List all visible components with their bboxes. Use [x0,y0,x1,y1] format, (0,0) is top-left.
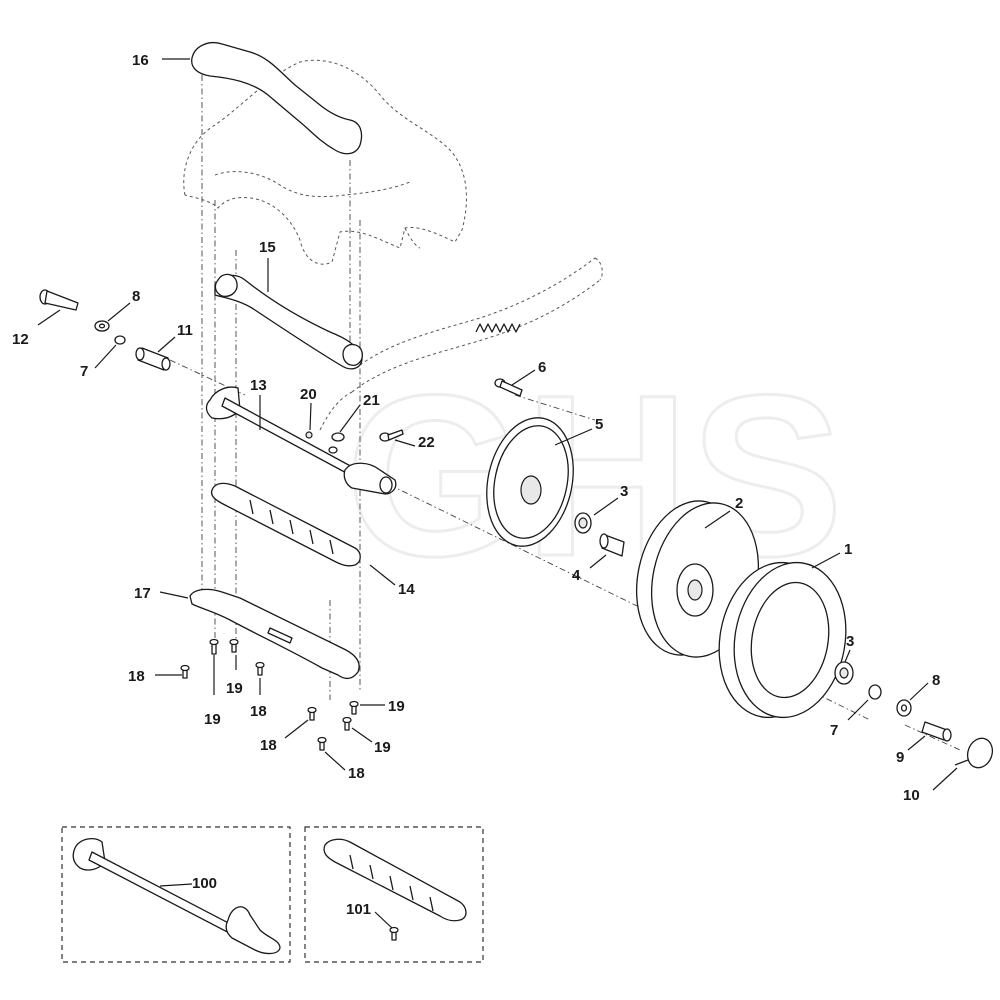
part-3-bearing [574,512,592,534]
part-4-bushing [599,533,625,557]
part-8-washer [94,320,110,332]
callout-3: 3 [620,483,628,500]
part-101-comb [323,838,467,941]
callout-labels: 16 15 12 8 11 7 13 20 21 22 6 5 3 2 4 1 … [12,52,940,918]
callout-15: 15 [259,239,276,256]
part-13-axle [205,386,397,495]
part-11-spacer-tube [135,347,171,371]
callout-8: 8 [132,288,140,305]
callout-17: 17 [134,585,151,602]
part-7-washer-right [868,684,882,700]
callout-20: 20 [300,386,317,403]
part-12-bolt [39,289,79,311]
part-7-washer [114,335,126,345]
part-20-pin [305,431,313,439]
part-15-bracket [214,273,363,370]
part-5-hub-cap [486,417,574,547]
part-1-tyre [718,561,847,719]
cable-lever-outline [319,257,603,431]
callout-19: 19 [226,680,243,697]
part-17-lower-rail [189,588,360,680]
callout-10: 10 [903,787,920,804]
callout-18: 18 [128,668,145,685]
part-8-washer-right [896,699,912,717]
callout-22: 22 [418,434,435,451]
inset-box-101 [304,826,484,963]
part-3-bearing-right [834,661,854,685]
callout-16: 16 [132,52,149,69]
part-9-shoulder-bolt [921,721,952,742]
callout-9: 9 [896,749,904,766]
callout-18: 18 [250,703,267,720]
callout-12: 12 [12,331,29,348]
part-22-pin [379,429,404,442]
callout-7: 7 [830,722,838,739]
mower-body-outline [183,59,467,265]
part-14-guide-rail [210,482,361,567]
callout-6: 6 [538,359,546,376]
leader-lines [37,58,958,929]
part-21-clip [328,432,345,454]
callout-19: 19 [204,711,221,728]
callout-2: 2 [735,495,743,512]
callout-18: 18 [260,737,277,754]
watermark-text: GHS [345,347,843,604]
part-6-bolt [494,378,523,397]
callout-19: 19 [388,698,405,715]
callout-3: 3 [846,633,854,650]
callout-101: 101 [346,901,371,918]
callout-7: 7 [80,363,88,380]
inset-box-100 [61,826,291,963]
part-10-retaining-clip [954,737,994,769]
part-100-axle [72,837,281,955]
callout-19: 19 [374,739,391,756]
callout-1: 1 [844,541,852,558]
callout-14: 14 [398,581,415,598]
callout-100: 100 [192,875,217,892]
callout-13: 13 [250,377,267,394]
callout-11: 11 [177,322,193,339]
callout-18: 18 [348,765,365,782]
alignment-lines [169,75,961,751]
callout-4: 4 [572,567,581,584]
part-16-handle-rail [191,42,363,155]
callout-21: 21 [363,392,380,409]
part-18-19-screws [180,638,359,751]
callout-8: 8 [932,672,940,689]
lever-spring [475,323,521,333]
callout-5: 5 [595,416,603,433]
